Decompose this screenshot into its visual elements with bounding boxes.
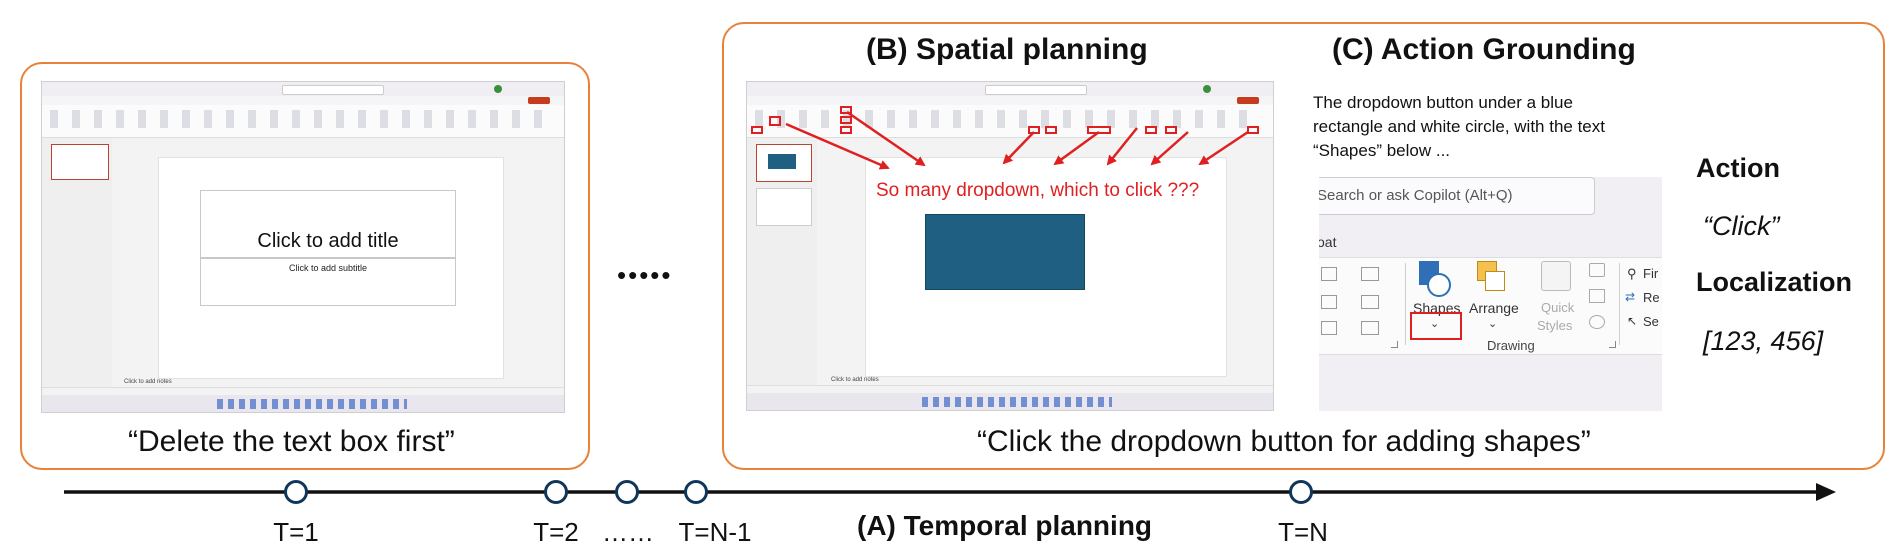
blue-rectangle: [925, 214, 1085, 290]
left-caption: “Delete the text box first”: [128, 425, 455, 458]
timeline-node: [684, 480, 708, 504]
arrow: [1002, 131, 1035, 165]
group-launcher-icon: [1391, 341, 1398, 348]
paragraph-icons: [1319, 265, 1399, 339]
timeline-node: [1289, 480, 1313, 504]
shape-effects-icon: [1589, 315, 1605, 329]
group-divider: [1405, 263, 1406, 345]
grounding-description: The dropdown button under a blue rectang…: [1313, 93, 1605, 160]
replace-icon: ⇄: [1625, 290, 1636, 304]
ribbon-icons: [755, 110, 1260, 128]
arrange-label: Arrange: [1469, 300, 1519, 316]
right-caption: “Click the dropdown button for adding sh…: [977, 425, 1591, 458]
thumbnail-rect: [768, 154, 796, 169]
dropdown-highlight: [1247, 126, 1259, 134]
timeline-label-t1: T=1: [273, 517, 319, 547]
zoomed-ribbon: Search or ask Copilot (Alt+Q) oat Shapes…: [1319, 177, 1662, 411]
find-icon: ⚲: [1627, 266, 1637, 281]
slide-subtitle-text: Click to add subtitle: [288, 263, 368, 273]
taskbar-icons: [217, 399, 407, 409]
select-icon: ↖: [1627, 314, 1638, 328]
tab-row: [42, 96, 564, 105]
dropdown-highlight: [751, 126, 763, 134]
timeline-label-tn-1: T=N-1: [678, 517, 752, 547]
timeline-node: [544, 480, 568, 504]
title-placeholder: [200, 190, 456, 258]
ellipsis: •••••: [617, 260, 673, 290]
arrow: [785, 122, 890, 170]
quick-styles-label-2: Styles: [1537, 318, 1573, 333]
temporal-planning-title: (A) Temporal planning: [857, 510, 1153, 541]
zoom-search-box: [1319, 177, 1595, 215]
replace-label: Re: [1643, 290, 1660, 305]
avatar: [1203, 85, 1211, 93]
timeline-label-ellipsis: ……: [602, 517, 654, 547]
shape-fill-icon: [1589, 263, 1605, 277]
find-label: Fir: [1643, 266, 1659, 281]
notes-placeholder: Click to add notes: [124, 379, 172, 385]
action-label: Action: [1696, 153, 1780, 183]
arrange-chevron-icon: ⌄: [1488, 318, 1498, 330]
arrow: [1150, 131, 1189, 166]
timeline-node: [615, 480, 639, 504]
group-divider: [1619, 263, 1620, 345]
timeline-node: [284, 480, 308, 504]
action-grounding-heading: (C) Action Grounding: [1332, 33, 1636, 66]
timeline-label-tn: T=N: [1278, 517, 1328, 547]
quick-styles-icon: [1541, 261, 1571, 291]
dropdown-highlight: [840, 106, 852, 114]
dropdown-highlight: [1165, 126, 1177, 134]
arrange-icon-2: [1485, 271, 1505, 291]
shape-outline-icon: [1589, 289, 1605, 303]
share-button: [528, 97, 550, 104]
notes-placeholder: Click to add notes: [831, 377, 879, 383]
left-screenshot: Click to add title Click to add subtitle…: [41, 81, 565, 413]
search-placeholder: Search or ask Copilot (Alt+Q): [1319, 187, 1513, 204]
share-button: [1237, 97, 1259, 104]
arrow: [846, 110, 926, 167]
slide-title-text: Click to add title: [257, 230, 399, 252]
chevron-down-icon: ⌄: [1430, 318, 1440, 330]
right-panel: [722, 22, 1885, 470]
status-bar: [42, 387, 564, 396]
group-launcher-icon: [1609, 341, 1616, 348]
left-panel: [20, 62, 590, 470]
select-label: Se: [1643, 314, 1659, 329]
shapes-dropdown-button[interactable]: [1410, 312, 1462, 340]
search-box: [282, 85, 384, 95]
action-value: “Click”: [1703, 211, 1780, 241]
dropdown-highlight: [1145, 126, 1157, 134]
localization-label: Localization: [1696, 267, 1853, 297]
dropdown-highlight: [840, 116, 852, 124]
arrow: [1106, 127, 1138, 166]
search-box: [985, 85, 1087, 95]
status-bar: [747, 385, 1273, 394]
arrow: [1198, 130, 1249, 166]
dropdown-question: So many dropdown, which to click ???: [876, 180, 1200, 201]
drawing-group-label: Drawing: [1487, 338, 1535, 353]
ribbon-icons: [50, 110, 550, 128]
shapes-circle-icon: [1427, 273, 1451, 297]
arrow: [1053, 130, 1100, 166]
slide-thumbnail: [51, 144, 109, 180]
dropdown-highlight: [1045, 126, 1057, 134]
ribbon-tab-text: oat: [1319, 234, 1337, 250]
dropdown-highlight: [840, 126, 852, 134]
avatar: [494, 85, 502, 93]
localization-value: [123, 456]: [1703, 326, 1824, 356]
subtitle-placeholder: [200, 258, 456, 306]
thumbnail-pane: [42, 138, 112, 400]
slide-canvas: [158, 157, 504, 379]
spatial-planning-heading: (B) Spatial planning: [866, 33, 1148, 66]
spatial-screenshot: Click to add notes: [746, 81, 1274, 411]
dropdown-highlight: [769, 116, 781, 126]
tab-row: [747, 96, 1273, 105]
taskbar-icons: [922, 397, 1112, 407]
quick-styles-label-1: Quick: [1541, 300, 1575, 315]
timeline-label-t2: T=2: [533, 517, 579, 547]
slide-thumbnail-2: [756, 188, 812, 226]
